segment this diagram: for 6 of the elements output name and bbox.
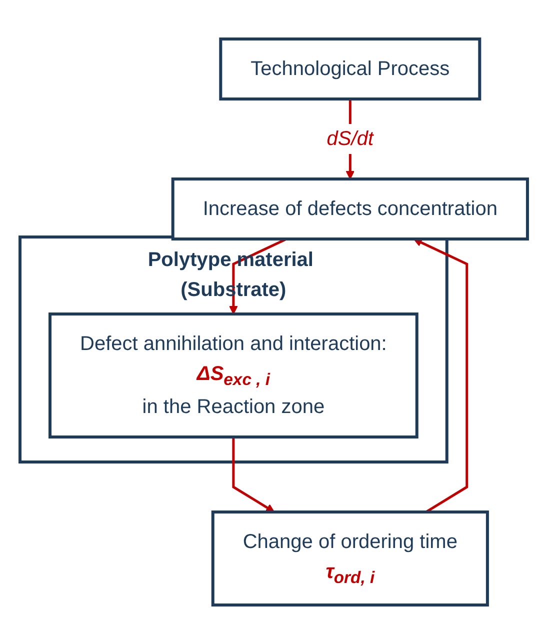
node-box: Technological Process [218, 37, 481, 100]
arrow [232, 436, 274, 512]
arrow [413, 238, 468, 513]
node-box: Change of ordering time τ$_{ord, i}$ [211, 510, 489, 606]
node-box: Defect annihilation and interaction: ΔS$_{exc , i}$ in the Reaction zone [48, 312, 418, 438]
node-box: Increase of defects concentration [171, 177, 529, 240]
